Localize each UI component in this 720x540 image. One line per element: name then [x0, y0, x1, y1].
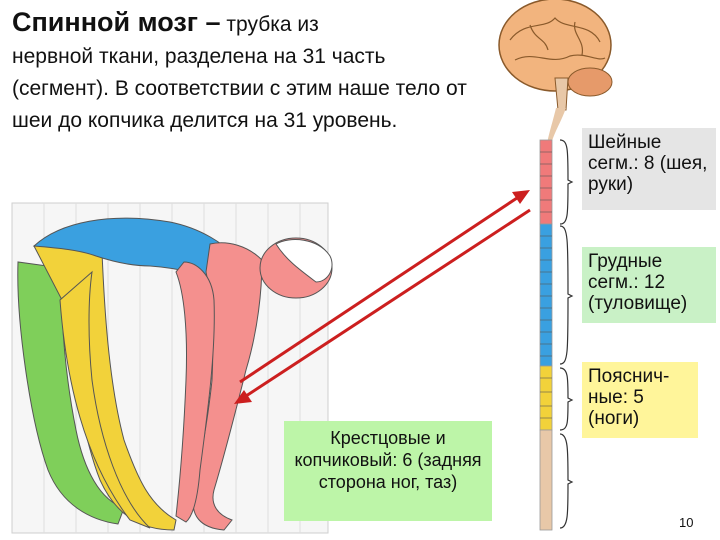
- label-sacral: Крестцовые и копчиковый: 6 (задняя сторо…: [284, 421, 492, 521]
- arrow-up-head: [512, 190, 530, 204]
- thoracic-segment: [540, 224, 552, 366]
- label-lumbar: Пояснич-ные: 5 (ноги): [582, 362, 698, 438]
- label-cervical: Шейные сегм.: 8 (шея, руки): [582, 128, 716, 210]
- segment-braces: [560, 140, 572, 528]
- sacral-segment: [540, 430, 552, 530]
- spinal-cord: [540, 108, 566, 530]
- lumbar-segment: [540, 366, 552, 430]
- title-rest: трубка из: [221, 13, 319, 36]
- brain: [499, 0, 612, 110]
- label-thoracic: Грудные сегм.: 12 (туловище): [582, 247, 716, 323]
- cervical-segment: [540, 140, 552, 224]
- slide-title: Спинной мозг – трубка из нервной ткани, …: [12, 6, 482, 137]
- title-bold: Спинной мозг –: [12, 7, 221, 37]
- page-number: 10: [679, 515, 693, 530]
- title-body: нервной ткани, разделена на 31 часть (се…: [12, 41, 482, 137]
